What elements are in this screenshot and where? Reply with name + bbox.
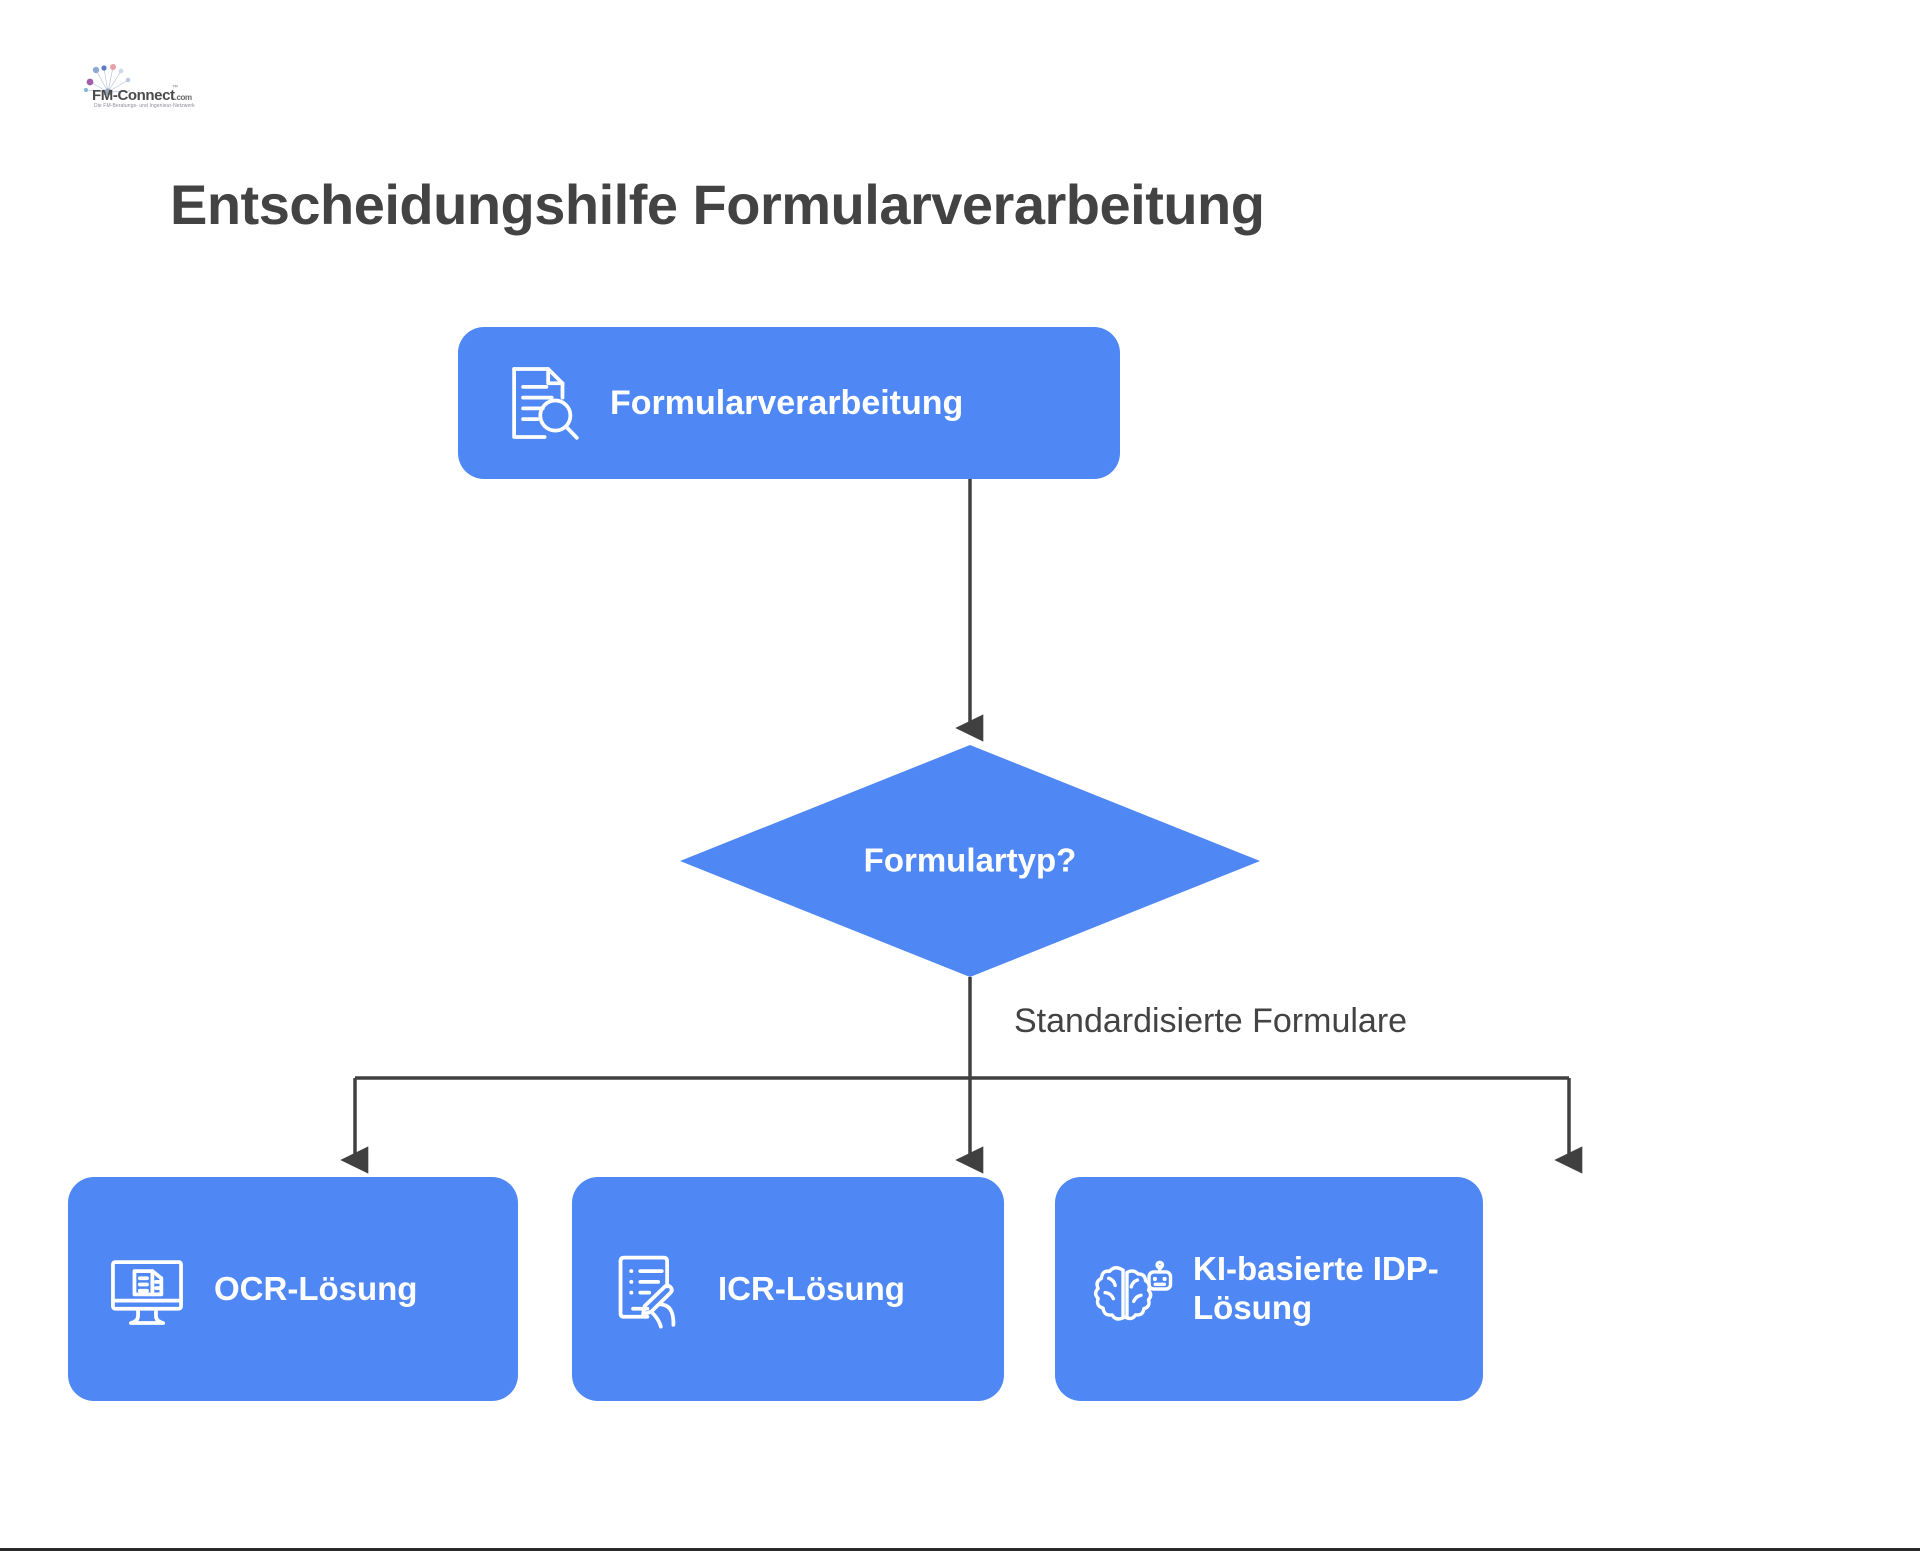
flow-node-label: Formulartyp? (863, 841, 1077, 879)
edge-label-standardisierte-formulare: Standardisierte Formulare (1014, 1002, 1408, 1040)
handwriting-form-icon (618, 1255, 676, 1329)
burst-sparkle-logo-icon (84, 64, 131, 96)
trademark-symbol: ™ (172, 85, 178, 91)
bottom-divider (0, 1548, 1920, 1551)
brand-logo[interactable]: FM-Connect.com ™ Die FM-Beratungs- und I… (78, 62, 195, 114)
brand-tagline: Die FM-Beratungs- und Ingenieur-Netzwerk (94, 103, 195, 109)
flow-node-ocr-loesung[interactable]: OCR-Lösung (68, 1177, 518, 1401)
document-search-icon (512, 367, 579, 440)
flow-node-formulartyp-decision[interactable]: Formulartyp? (680, 745, 1260, 977)
flow-node-label: ICR-Lösung (718, 1269, 905, 1307)
brain-robot-icon (1093, 1260, 1173, 1321)
page-title: Entscheidungshilfe Formularverarbeitung (170, 172, 1265, 236)
flow-node-icr-loesung[interactable]: ICR-Lösung (572, 1177, 1004, 1401)
brand-wordmark: FM-Connect.com (92, 87, 192, 104)
flow-node-label: OCR-Lösung (214, 1269, 418, 1307)
flow-node-label: Formularverarbeitung (610, 383, 964, 422)
monitor-document-icon (111, 1260, 183, 1325)
flow-node-label: KI-basierte IDP-Lösung (1193, 1250, 1439, 1326)
flow-node-formularverarbeitung[interactable]: Formularverarbeitung (458, 327, 1120, 479)
flow-node-ki-basierte-idp-loesung[interactable]: KI-basierte IDP-Lösung (1055, 1177, 1483, 1401)
